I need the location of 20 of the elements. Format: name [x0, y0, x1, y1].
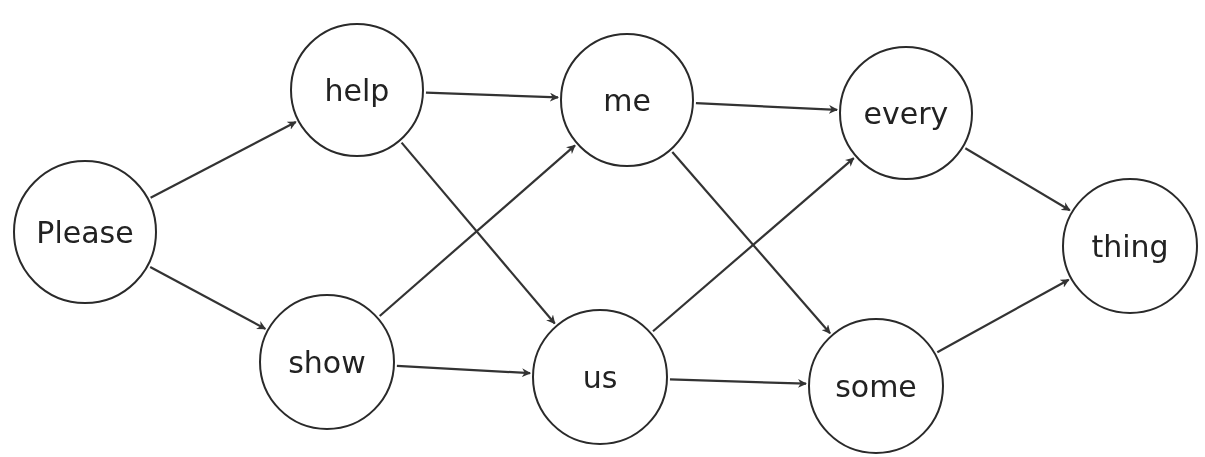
node-label: some [835, 368, 917, 404]
arrow [652, 157, 855, 333]
node-label: thing [1091, 228, 1169, 264]
arrow [695, 102, 838, 114]
node-label: us [582, 359, 618, 395]
arrow [964, 147, 1071, 212]
node-label: show [288, 344, 366, 380]
node-label: me [603, 82, 651, 118]
arrow [400, 141, 556, 325]
arrow [936, 278, 1070, 354]
arrow [669, 378, 807, 388]
arrow [150, 120, 297, 199]
node-label: every [863, 95, 949, 131]
arrow [425, 91, 559, 102]
arrow [379, 144, 576, 317]
arrow [396, 364, 531, 378]
arrow [149, 266, 267, 330]
arrow [671, 151, 831, 334]
node-label: help [324, 72, 390, 108]
node-label: Please [36, 214, 134, 250]
